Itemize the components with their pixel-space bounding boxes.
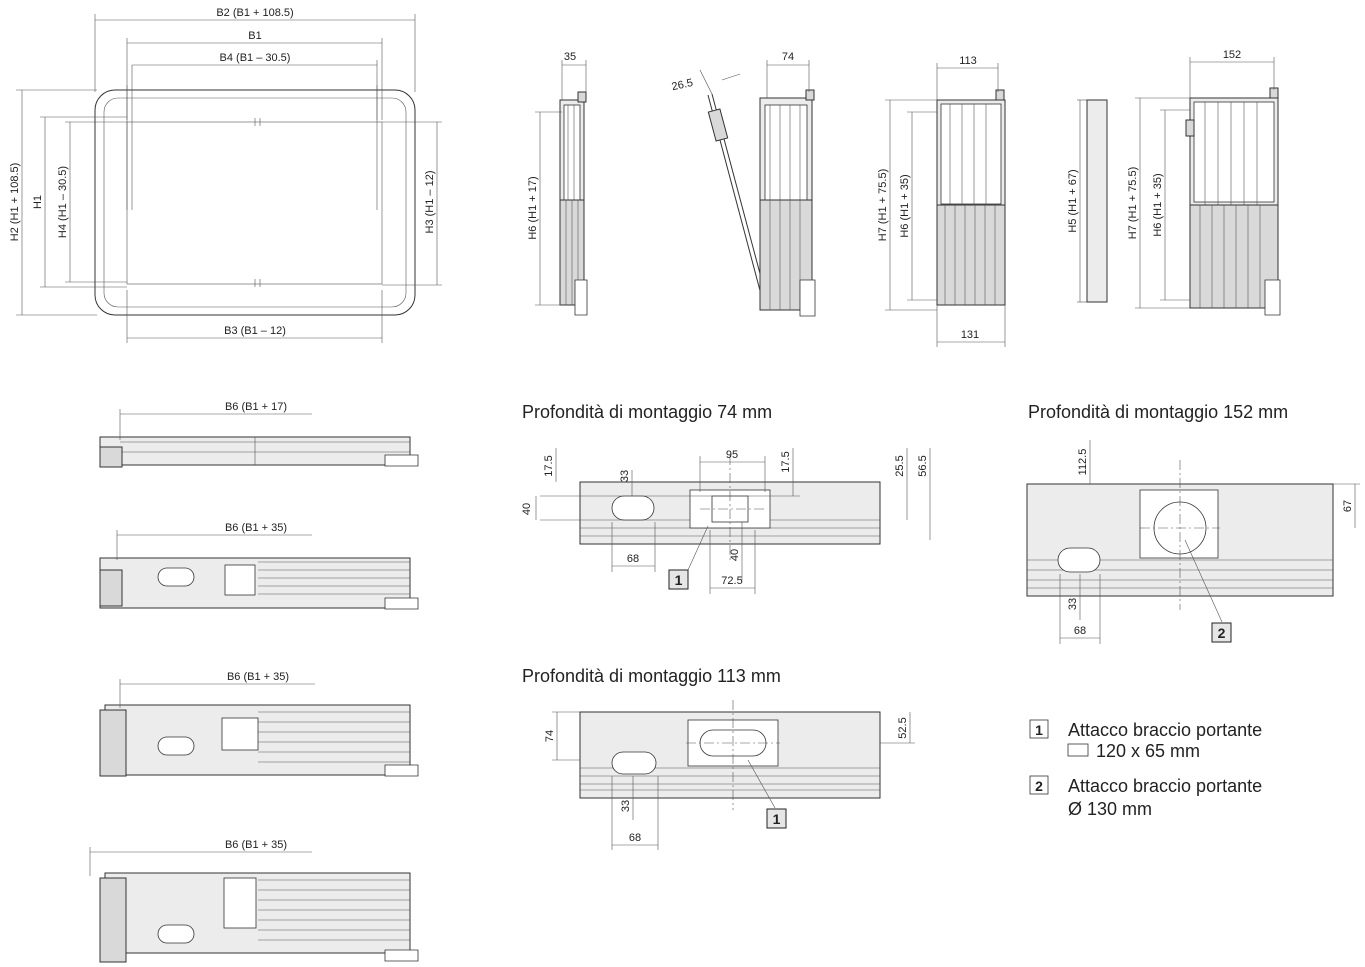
dim-h4: H4 (H1 – 30.5) [57, 166, 69, 238]
dim-side-h6-35b: H6 (H1 + 35) [1152, 173, 1164, 236]
side-view-35: 35 H6 (H1 + 17) [527, 51, 588, 316]
marker-2-depth152 [1211, 622, 1232, 643]
dim-74-25-5: 25.5 [894, 455, 906, 476]
dim-side-152: 152 [1223, 49, 1241, 61]
legend-item-2-line1: Attacco braccio portante [1068, 776, 1262, 796]
dim-152-112-5: 112.5 [1077, 449, 1089, 476]
dim-74-68: 68 [627, 553, 639, 565]
dim-side-h6-35a: H6 (H1 + 35) [899, 174, 911, 237]
dim-b3: B3 (B1 – 12) [224, 325, 286, 337]
dim-b1: B1 [248, 30, 261, 42]
side-view-113: 113 131 H7 (H1 + 75.5) H6 (H1 + 35) [877, 55, 1006, 347]
legend-item-2-line2: Ø 130 mm [1068, 799, 1152, 819]
dim-b6-35b: B6 (B1 + 35) [227, 671, 289, 683]
legend-item-1: 1 Attacco braccio portante 120 x 65 mm [1029, 719, 1262, 761]
legend-item-1-num: 1 [1035, 722, 1043, 738]
dim-b6-35c: B6 (B1 + 35) [225, 839, 287, 851]
dim-side-35: 35 [564, 51, 576, 63]
dim-b6-17: B6 (B1 + 17) [225, 401, 287, 413]
dim-74-95: 95 [726, 449, 738, 461]
dim-113-68: 68 [629, 832, 641, 844]
marker-1-depth113-label: 1 [773, 811, 781, 827]
marker-2-depth152-label: 2 [1218, 625, 1226, 641]
rectangle-icon [1067, 743, 1089, 757]
dim-side-h6-17: H6 (H1 + 17) [527, 176, 539, 239]
front-view: B2 (B1 + 108.5) B1 B4 (B1 – 30.5) B3 (B1… [9, 7, 442, 343]
dim-b6-35a: B6 (B1 + 35) [225, 522, 287, 534]
section-depth-152: Profondità di montaggio 152 mm 112.5 67 … [1026, 402, 1360, 644]
dim-152-33: 33 [1067, 598, 1079, 610]
dim-side-h7-a: H7 (H1 + 75.5) [877, 169, 889, 241]
side-view-panel: H5 (H1 + 67) [1067, 99, 1108, 303]
dim-113-52-5: 52.5 [897, 717, 909, 738]
side-view-open: 74 26.5 [671, 51, 816, 317]
dim-h1: H1 [32, 195, 44, 209]
section-depth-74: Profondità di montaggio 74 mm 17.5 33 95… [521, 402, 931, 594]
section-depth-113: Profondità di montaggio 113 mm 74 52.5 3… [522, 666, 915, 850]
dim-side-h5: H5 (H1 + 67) [1067, 169, 1079, 232]
dim-113-74: 74 [544, 730, 556, 742]
top-view-35c: B6 (B1 + 35) [89, 839, 419, 963]
dim-74-40b: 40 [729, 549, 741, 561]
dim-74-40a: 40 [521, 503, 533, 515]
dim-side-angle: 26.5 [671, 77, 694, 93]
title-depth-74: Profondità di montaggio 74 mm [522, 402, 772, 422]
top-view-35b: B6 (B1 + 35) [99, 671, 419, 777]
dim-152-67: 67 [1342, 500, 1354, 512]
dim-side-h7-b: H7 (H1 + 75.5) [1127, 167, 1139, 239]
dim-74-72-5: 72.5 [721, 575, 742, 587]
dim-h2: H2 (H1 + 108.5) [9, 163, 21, 242]
legend: 1 Attacco braccio portante 120 x 65 mm 2… [1029, 719, 1262, 819]
dim-74-56-5: 56.5 [917, 455, 929, 476]
legend-item-1-line2: 120 x 65 mm [1096, 741, 1200, 761]
legend-item-2-num: 2 [1035, 778, 1043, 794]
marker-1-depth113 [766, 808, 787, 829]
top-view-17: B6 (B1 + 17) [99, 401, 419, 468]
dim-b4: B4 (B1 – 30.5) [220, 52, 291, 64]
title-depth-152: Profondità di montaggio 152 mm [1028, 402, 1288, 422]
marker-1-depth74 [668, 569, 689, 590]
dim-74-17-5a: 17.5 [543, 455, 555, 476]
dim-74-33: 33 [619, 470, 631, 482]
dim-side-74: 74 [782, 51, 794, 63]
title-depth-113: Profondità di montaggio 113 mm [522, 666, 781, 686]
side-view-152: 152 H7 (H1 + 75.5) H6 (H1 + 35) [1127, 49, 1281, 316]
marker-1-depth74-label: 1 [675, 572, 683, 588]
top-view-35a: B6 (B1 + 35) [99, 522, 419, 610]
dim-74-17-5b: 17.5 [780, 451, 792, 472]
dim-b2: B2 (B1 + 108.5) [216, 7, 293, 19]
dim-h3: H3 (H1 – 12) [424, 171, 436, 234]
dim-113-33: 33 [620, 800, 632, 812]
dim-152-68: 68 [1074, 625, 1086, 637]
dim-side-131: 131 [961, 329, 979, 341]
legend-item-2: 2 Attacco braccio portante Ø 130 mm [1029, 775, 1262, 819]
legend-item-1-line1: Attacco braccio portante [1068, 720, 1262, 740]
dim-side-113: 113 [959, 55, 977, 67]
